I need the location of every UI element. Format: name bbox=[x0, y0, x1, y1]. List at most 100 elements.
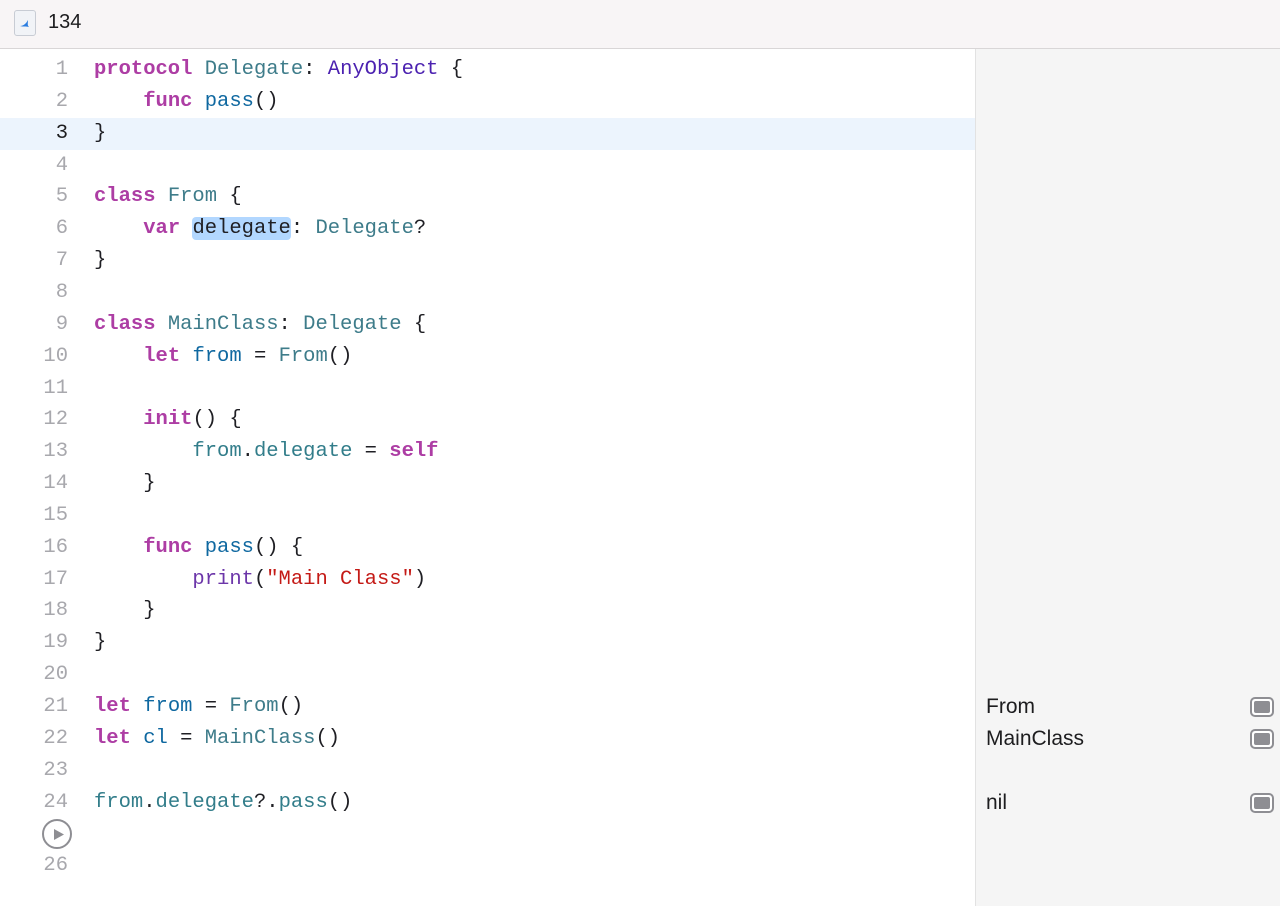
code-token: MainClass bbox=[204, 726, 316, 750]
code-token: protocol bbox=[94, 58, 193, 81]
code-line[interactable]: 15 bbox=[0, 500, 975, 532]
code-token: : bbox=[290, 217, 316, 241]
code-token: } bbox=[94, 631, 107, 655]
code-line[interactable]: 24 from.delegate?.pass() bbox=[0, 787, 975, 819]
code-token: ) bbox=[413, 567, 427, 591]
code-token: . bbox=[241, 440, 254, 464]
line-number: 19 bbox=[43, 631, 68, 655]
code-token: from bbox=[192, 344, 242, 368]
code-text[interactable]: class From { bbox=[94, 181, 242, 213]
code-text[interactable]: } bbox=[94, 468, 155, 500]
code-token: () { bbox=[253, 535, 304, 559]
file-tab-bar: 134 bbox=[0, 0, 1280, 49]
code-text[interactable]: } bbox=[94, 595, 155, 627]
code-line[interactable]: 21 let from = From() bbox=[0, 691, 975, 723]
line-number: 7 bbox=[55, 249, 68, 273]
code-line[interactable]: 17 print("Main Class") bbox=[0, 564, 975, 596]
code-text[interactable]: print("Main Class") bbox=[94, 564, 426, 596]
code-token: var bbox=[143, 217, 181, 241]
code-token: Delegate bbox=[315, 217, 414, 241]
code-text[interactable]: class MainClass: Delegate { bbox=[94, 309, 426, 341]
code-token: : bbox=[278, 312, 304, 336]
code-text[interactable]: init() { bbox=[94, 404, 241, 436]
code-token: class bbox=[94, 312, 156, 336]
code-text[interactable]: let from = From() bbox=[94, 341, 352, 373]
code-line[interactable]: 20 bbox=[0, 659, 975, 691]
code-token: let bbox=[143, 344, 181, 368]
code-token: } bbox=[94, 249, 107, 273]
code-token bbox=[94, 345, 143, 368]
line-number: 16 bbox=[43, 535, 68, 559]
code-line[interactable]: 19} bbox=[0, 627, 975, 659]
code-line[interactable]: 6 var delegate: Delegate? bbox=[0, 213, 975, 245]
code-token: class bbox=[94, 185, 156, 209]
file-name[interactable]: 134 bbox=[48, 11, 82, 33]
line-number: 2 bbox=[55, 89, 68, 113]
code-token bbox=[192, 58, 204, 81]
code-token: "Main Class" bbox=[266, 567, 414, 591]
code-token: MainClass bbox=[167, 312, 279, 336]
line-number: 18 bbox=[43, 599, 68, 623]
code-text[interactable]: var delegate: Delegate? bbox=[94, 213, 426, 245]
code-text[interactable]: protocol Delegate: AnyObject { bbox=[94, 54, 463, 86]
code-token: cl bbox=[143, 726, 168, 750]
code-token: From bbox=[229, 695, 279, 718]
code-text[interactable]: } bbox=[94, 627, 106, 659]
code-line[interactable]: 23 bbox=[0, 755, 975, 787]
code-text[interactable]: func pass() { bbox=[94, 532, 303, 564]
line-number: 22 bbox=[43, 726, 68, 750]
code-text[interactable]: let cl = MainClass() bbox=[94, 723, 340, 755]
code-token: . bbox=[143, 790, 156, 814]
code-line[interactable]: 3} bbox=[0, 117, 975, 150]
quick-look-icon[interactable] bbox=[1250, 697, 1274, 717]
code-token: Delegate bbox=[204, 58, 304, 81]
code-token: From bbox=[167, 185, 218, 209]
code-token: = bbox=[192, 695, 230, 718]
code-token bbox=[94, 217, 143, 240]
code-token: () bbox=[315, 726, 341, 750]
code-text[interactable]: from.delegate?.pass() bbox=[94, 787, 352, 819]
quick-look-icon[interactable] bbox=[1250, 792, 1274, 813]
line-number: 21 bbox=[43, 695, 68, 718]
code-token bbox=[94, 568, 192, 591]
swift-file-icon bbox=[14, 10, 36, 36]
play-circle-icon[interactable] bbox=[42, 819, 72, 850]
code-line[interactable]: 2 func pass() bbox=[0, 86, 975, 118]
code-line[interactable]: 4 bbox=[0, 150, 975, 182]
code-line[interactable]: 8 bbox=[0, 277, 975, 309]
code-token: let bbox=[94, 695, 131, 718]
code-line[interactable] bbox=[0, 818, 975, 850]
code-line[interactable]: 7} bbox=[0, 245, 975, 277]
code-text[interactable]: let from = From() bbox=[94, 691, 303, 723]
code-line[interactable]: 16 func pass() { bbox=[0, 532, 975, 564]
line-number: 10 bbox=[43, 344, 68, 368]
code-text[interactable]: from.delegate = self bbox=[94, 436, 438, 468]
code-line[interactable]: 12 init() { bbox=[0, 404, 975, 436]
code-line[interactable]: 26 bbox=[0, 850, 975, 882]
code-token bbox=[94, 90, 143, 113]
line-number: 15 bbox=[43, 503, 68, 527]
code-token: () bbox=[278, 695, 304, 718]
code-token: pass bbox=[204, 89, 254, 113]
line-number: 17 bbox=[43, 567, 68, 591]
line-number: 12 bbox=[43, 408, 68, 432]
code-token: () bbox=[327, 344, 353, 368]
code-line[interactable]: 10 let from = From() bbox=[0, 341, 975, 373]
code-line[interactable]: 18 } bbox=[0, 595, 975, 627]
code-text[interactable]: func pass() bbox=[94, 86, 278, 118]
line-number: 24 bbox=[43, 790, 68, 814]
code-line[interactable]: 11 bbox=[0, 373, 975, 405]
code-line[interactable]: 22 let cl = MainClass() bbox=[0, 723, 975, 755]
code-text[interactable]: } bbox=[94, 118, 106, 150]
code-token: print bbox=[192, 567, 254, 591]
result-value: From bbox=[986, 695, 1035, 718]
code-token: Delegate bbox=[303, 312, 402, 336]
quick-look-icon[interactable] bbox=[1250, 728, 1274, 749]
code-line[interactable]: 14 } bbox=[0, 468, 975, 500]
code-line[interactable]: 13 from.delegate = self bbox=[0, 436, 975, 468]
code-text[interactable]: } bbox=[94, 245, 106, 277]
